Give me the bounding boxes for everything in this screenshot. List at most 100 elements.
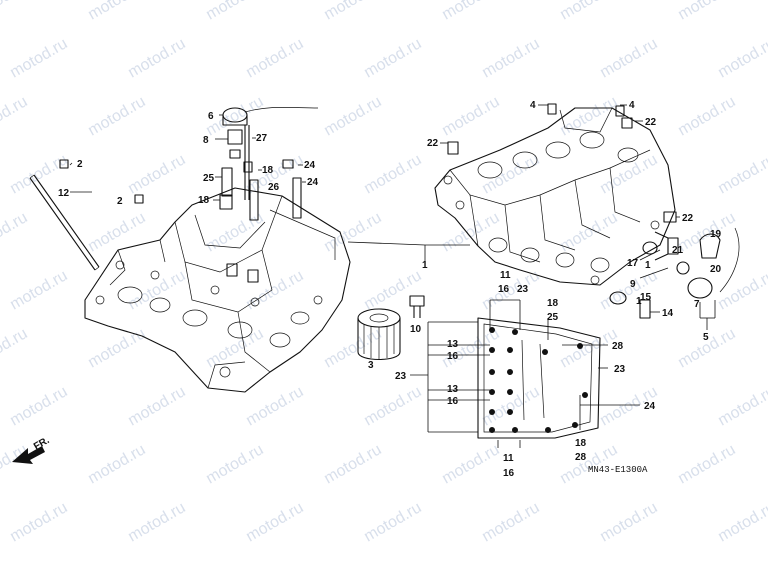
callout-24: 24 <box>644 401 656 412</box>
watermark-text: motod.ru <box>675 441 738 487</box>
callout-25: 25 <box>203 173 215 184</box>
watermark-text: motod.ru <box>715 383 768 429</box>
callout-18: 18 <box>262 165 274 176</box>
callout-16: 16 <box>447 396 459 407</box>
callout-18: 18 <box>547 298 559 309</box>
watermark-text: motod.ru <box>439 209 502 255</box>
watermark-text: motod.ru <box>125 383 188 429</box>
watermark-text: motod.ru <box>439 441 502 487</box>
callout-22: 22 <box>682 213 694 224</box>
callout-1: 1 <box>422 260 428 271</box>
watermark-text: motod.ru <box>85 441 148 487</box>
watermark-text: motod.ru <box>243 35 306 81</box>
watermark-text: motod.ru <box>243 267 306 313</box>
watermark-text: motod.ru <box>715 35 768 81</box>
watermark-text: motod.ru <box>0 93 30 139</box>
callout-11: 11 <box>503 453 514 464</box>
watermark-text: motod.ru <box>321 0 384 23</box>
callout-19: 19 <box>710 229 722 240</box>
watermark-text: motod.ru <box>243 383 306 429</box>
watermark-text: motod.ru <box>557 0 620 23</box>
callout-labels: 2 12 2 6 8 27 18 25 26 18 24 24 1 3 10 4… <box>58 100 722 479</box>
watermark-text: motod.ru <box>361 499 424 545</box>
watermark-text: motod.ru <box>597 151 660 197</box>
callout-16: 16 <box>447 351 459 362</box>
watermark-text: motod.ru <box>557 209 620 255</box>
diagram-reference-code: MN43-E1300A <box>588 465 648 475</box>
watermark-text: motod.ru <box>715 499 768 545</box>
leader-lines <box>69 104 716 448</box>
watermark-text: motod.ru <box>7 383 70 429</box>
callout-18: 18 <box>198 195 210 206</box>
lower-crankcase <box>84 187 351 393</box>
callout-1: 1 <box>645 260 651 271</box>
watermark-text: motod.ru <box>321 209 384 255</box>
watermark-text: motod.ru <box>361 151 424 197</box>
watermark-layer: motod.ru motod.ru motod.ru motod.ru motod.ru… <box>0 0 768 545</box>
watermark-text: motod.ru <box>321 93 384 139</box>
watermark-text: motod.ru <box>125 151 188 197</box>
callout-28: 28 <box>612 341 624 352</box>
watermark-text: motod.ru <box>439 0 502 23</box>
callout-13: 13 <box>447 339 459 350</box>
callout-4: 4 <box>629 100 635 111</box>
watermark-text: motod.ru <box>243 499 306 545</box>
callout-1: 1 <box>636 296 642 307</box>
callout-10: 10 <box>410 324 422 335</box>
callout-9: 9 <box>630 279 636 290</box>
watermark-text: motod.ru <box>7 35 70 81</box>
watermark-text: motod.ru <box>321 441 384 487</box>
callout-4: 4 <box>530 100 536 111</box>
watermark-text: motod.ru <box>203 325 266 371</box>
callout-17: 17 <box>627 258 639 269</box>
callout-7: 7 <box>694 299 700 310</box>
callout-6: 6 <box>208 111 214 122</box>
watermark-text: motod.ru <box>0 209 30 255</box>
callout-16: 16 <box>498 284 510 295</box>
callout-2: 2 <box>77 159 83 170</box>
watermark-text: motod.ru <box>675 93 738 139</box>
callout-22: 22 <box>427 138 439 149</box>
front-direction-label: FR. <box>32 435 52 453</box>
pan-bolt-holes <box>489 327 588 433</box>
watermark-text: motod.ru <box>203 0 266 23</box>
watermark-text: motod.ru <box>361 383 424 429</box>
watermark-text: motod.ru <box>479 35 542 81</box>
oil-filter-bolt <box>409 295 425 318</box>
watermark-text: motod.ru <box>597 35 660 81</box>
watermark-text: motod.ru <box>125 35 188 81</box>
callout-23: 23 <box>614 364 626 375</box>
watermark-text: motod.ru <box>7 267 70 313</box>
callout-12: 12 <box>58 188 70 199</box>
watermark-text: motod.ru <box>675 0 738 23</box>
stud-bolt-12 <box>29 174 100 271</box>
callout-21: 21 <box>672 245 684 256</box>
watermark-text: motod.ru <box>557 325 620 371</box>
watermark-text: motod.ru <box>85 325 148 371</box>
watermark-text: motod.ru <box>125 499 188 545</box>
callout-24: 24 <box>304 160 316 171</box>
watermark-text: motod.ru <box>597 499 660 545</box>
callout-13: 13 <box>447 384 459 395</box>
watermark-text: motod.ru <box>715 267 768 313</box>
callout-22: 22 <box>645 117 657 128</box>
callout-23: 23 <box>395 371 407 382</box>
watermark-text: motod.ru <box>479 499 542 545</box>
callout-26: 26 <box>268 182 280 193</box>
callout-18: 18 <box>575 438 587 449</box>
dowel-pins-left <box>59 159 144 204</box>
oil-pan <box>477 317 601 439</box>
callout-8: 8 <box>203 135 209 146</box>
watermark-text: motod.ru <box>203 441 266 487</box>
watermark-text: motod.ru <box>715 151 768 197</box>
oil-filter <box>357 308 401 361</box>
callout-25: 25 <box>547 312 559 323</box>
callout-14: 14 <box>662 308 674 319</box>
callout-3: 3 <box>368 360 374 371</box>
watermark-text: motod.ru <box>125 267 188 313</box>
watermark-text: motod.ru <box>7 499 70 545</box>
callout-20: 20 <box>710 264 722 275</box>
callout-11: 11 <box>500 270 511 281</box>
oil-pressure-switch <box>219 107 319 283</box>
